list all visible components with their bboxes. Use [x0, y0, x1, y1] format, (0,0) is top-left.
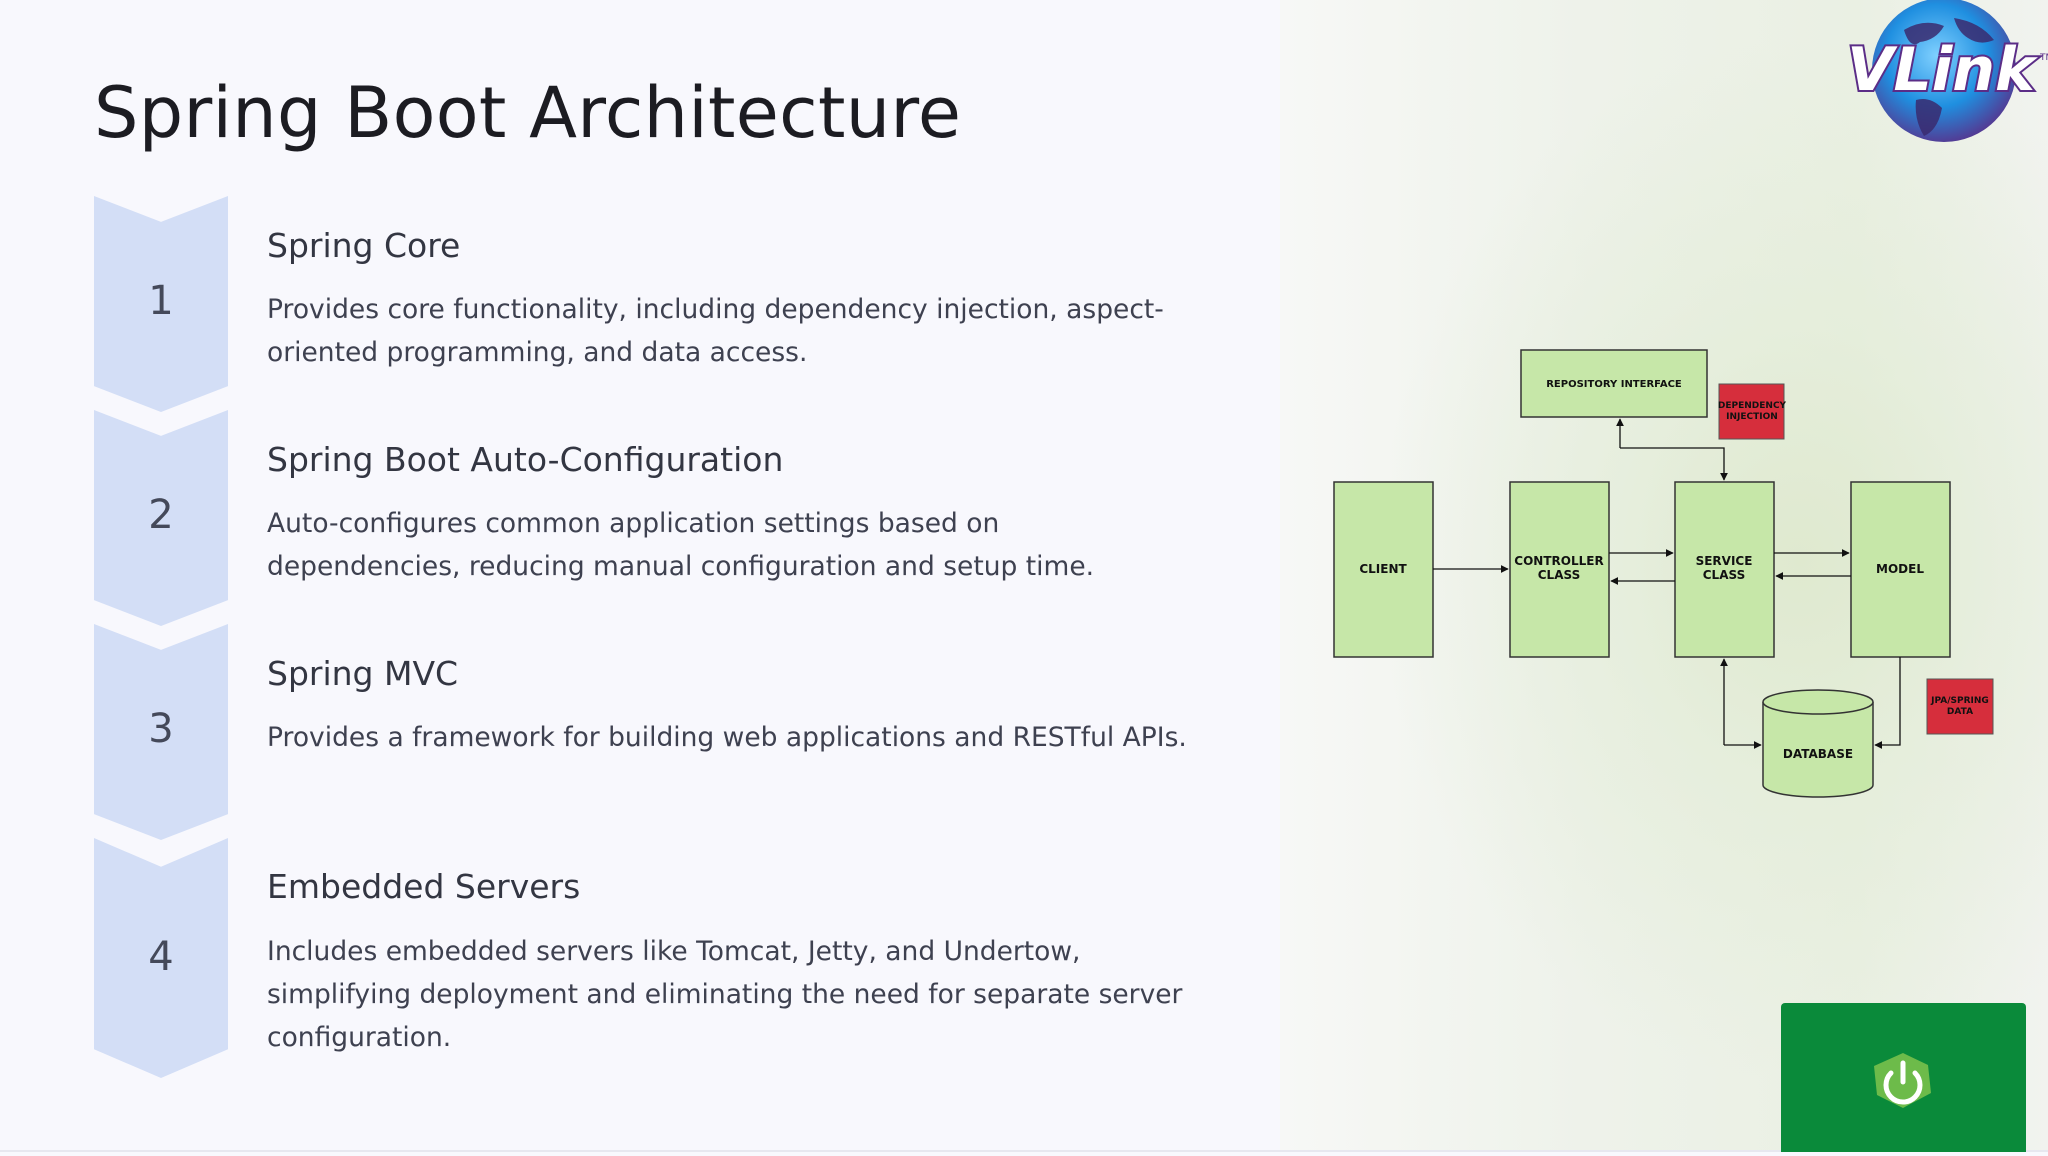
step-description-2: Auto-configures common application setti…	[267, 508, 1095, 582]
jpa-spring-data-label-1: JPA/SPRING	[1930, 696, 1989, 706]
jpa-spring-data-label-2: DATA	[1947, 707, 1973, 717]
logo-trademark: TM	[2039, 53, 2048, 63]
bottom-strip	[0, 1150, 2048, 1152]
step-number-1: 1	[148, 278, 174, 324]
model-label: MODEL	[1876, 562, 1924, 576]
repository-interface-box	[1520, 349, 1708, 418]
slide-title: Spring Boot Architecture	[94, 72, 962, 154]
step-heading-3: Spring MVC	[267, 654, 459, 693]
step-heading-4: Embedded Servers	[267, 867, 581, 906]
step-number-2: 2	[148, 492, 174, 538]
dependency-injection-box	[1718, 383, 1785, 440]
model-box	[1850, 481, 1951, 658]
step-chevron-3: 3	[94, 624, 228, 840]
jpa-spring-data-box	[1926, 678, 1994, 735]
spring-logo-card	[1781, 1003, 2026, 1152]
arrow-to-service-from-repository	[1620, 447, 1728, 481]
service-class-label-1: SERVICE	[1696, 554, 1753, 568]
power-hexagon-icon	[1874, 1053, 1931, 1108]
step-chevron-1: 1	[94, 196, 228, 412]
architecture-diagram: REPOSITORY INTERFACE DEPENDENCY INJECTIO…	[1333, 349, 1994, 798]
step-description-4: Includes embedded servers like Tomcat, J…	[267, 936, 1183, 1053]
arrow-model-to-database	[1874, 657, 1901, 749]
step-number-3: 3	[148, 706, 174, 752]
service-class-box	[1674, 481, 1775, 658]
database-label: DATABASE	[1783, 747, 1853, 761]
step-heading-1: Spring Core	[267, 226, 461, 265]
step-description-1: Provides core functionality, including d…	[267, 294, 1164, 368]
step-number-4: 4	[148, 934, 174, 980]
dependency-injection-label-2: INJECTION	[1726, 412, 1778, 422]
step-chevron-4: 4	[94, 838, 228, 1078]
vlink-logo: VLink TM	[1845, 0, 2048, 142]
repository-interface-label: REPOSITORY INTERFACE	[1546, 379, 1682, 390]
dependency-injection-label-1: DEPENDENCY	[1718, 401, 1787, 411]
step-chevron-2: 2	[94, 410, 228, 626]
logo-text: VLink	[1847, 35, 2038, 105]
database-cylinder	[1762, 689, 1874, 798]
globe-icon	[1872, 0, 2016, 142]
controller-class-box	[1509, 481, 1610, 658]
controller-class-label-2: CLASS	[1538, 568, 1581, 582]
service-class-label-2: CLASS	[1703, 568, 1746, 582]
step-description-3: Provides a framework for building web ap…	[267, 722, 1187, 753]
controller-class-label-1: CONTROLLER	[1514, 554, 1603, 568]
client-label: CLIENT	[1359, 562, 1407, 576]
step-heading-2: Spring Boot Auto-Configuration	[267, 440, 784, 479]
